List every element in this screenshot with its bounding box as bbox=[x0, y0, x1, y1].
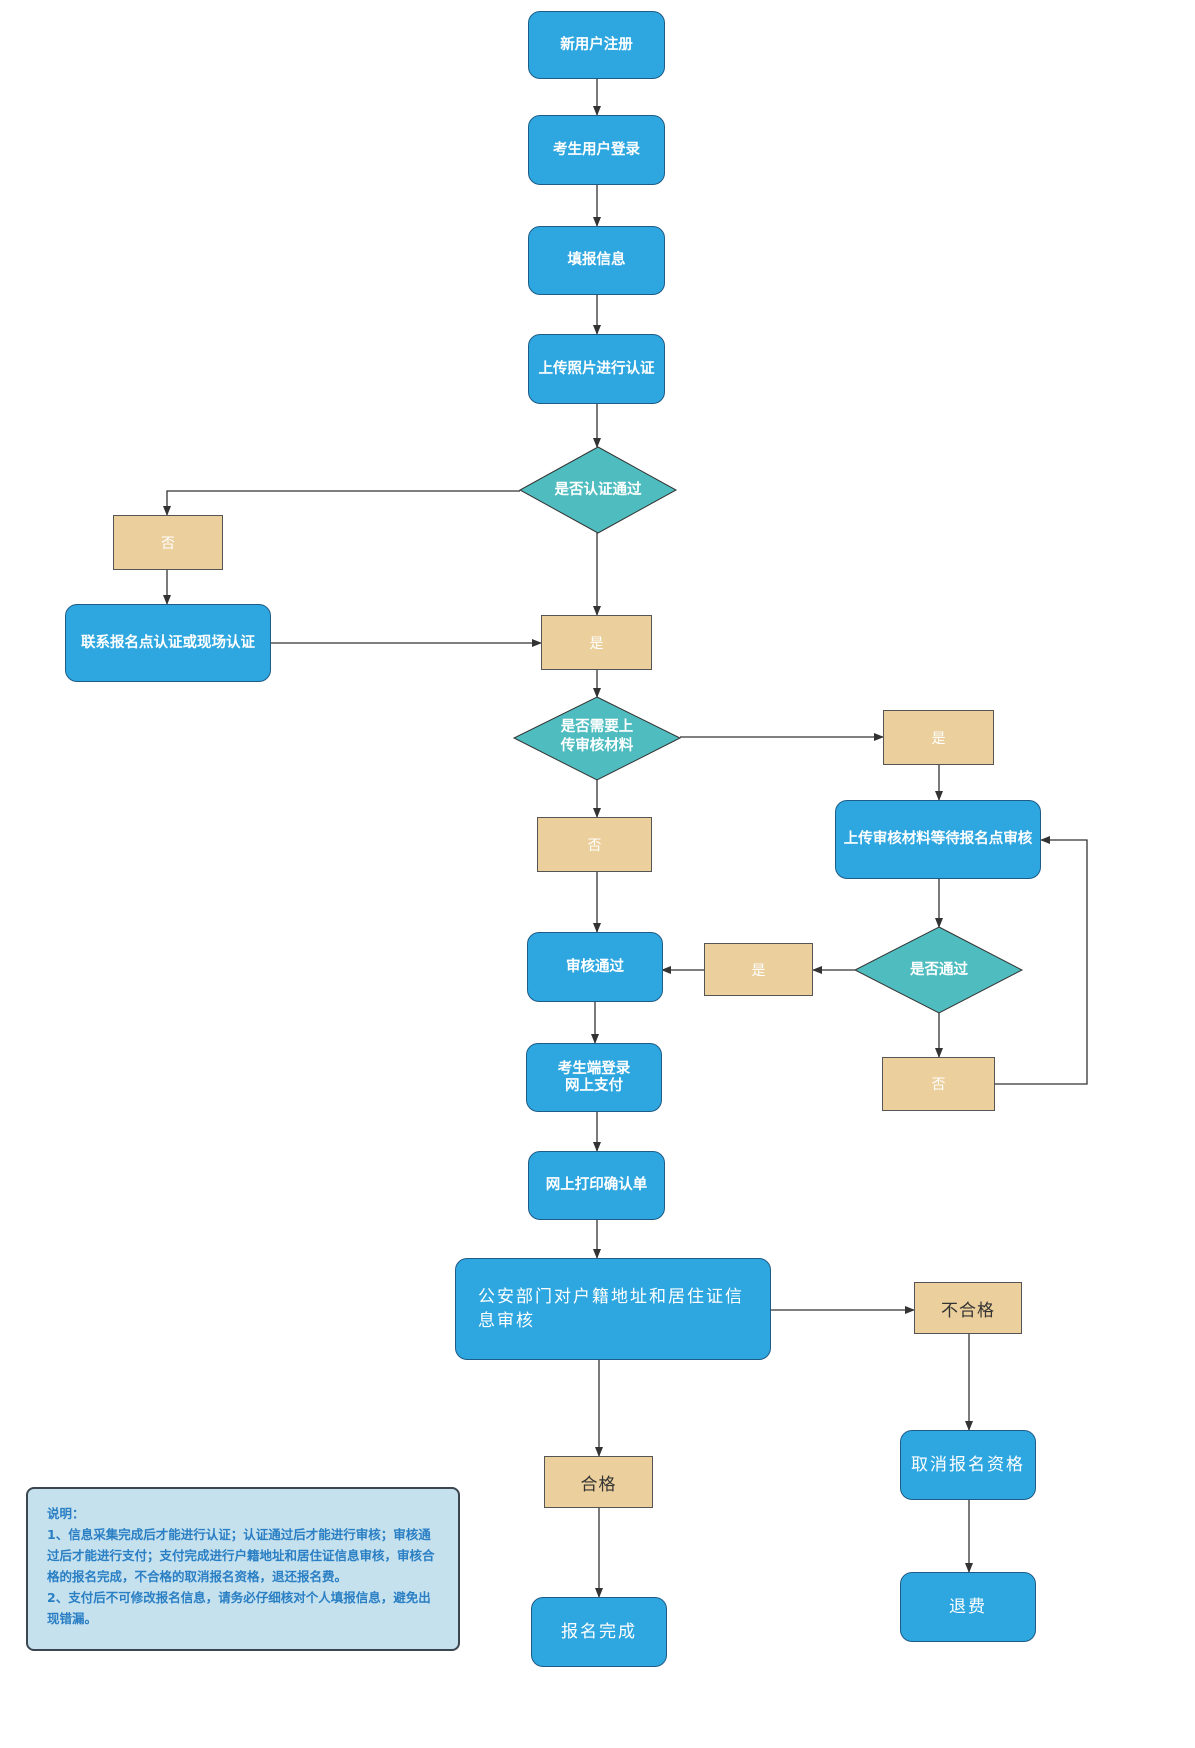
label-fail: 不合格 bbox=[914, 1282, 1022, 1334]
decision-need-upload: 是否需要上 传审核材料 bbox=[514, 715, 680, 759]
node-upload-material: 上传审核材料等待报名点审核 bbox=[835, 800, 1041, 879]
label-yes-2: 是 bbox=[883, 710, 994, 765]
label-yes-1: 是 bbox=[541, 615, 652, 670]
label-no-2: 否 bbox=[537, 817, 652, 872]
note-line-2: 2、支付后不可修改报名信息，请务必仔细核对个人填报信息，避免出现错漏。 bbox=[47, 1590, 431, 1626]
node-online-pay-line1: 考生端登录 bbox=[557, 1060, 631, 1077]
node-print-confirmation: 网上打印确认单 bbox=[528, 1151, 665, 1220]
edge-decision-no bbox=[163, 490, 520, 516]
node-police-review: 公安部门对户籍地址和居住证信息审核 bbox=[455, 1258, 771, 1360]
note-line-1: 1、信息采集完成后才能进行认证；认证通过后才能进行审核；审核通过后才能进行支付；… bbox=[47, 1527, 435, 1584]
label-yes-3: 是 bbox=[704, 943, 813, 996]
explanation-note: 说明： 1、信息采集完成后才能进行认证；认证通过后才能进行审核；审核通过后才能进… bbox=[26, 1487, 460, 1651]
node-upload-photo: 上传照片进行认证 bbox=[528, 334, 665, 404]
node-refund: 退费 bbox=[900, 1572, 1036, 1642]
decision-need-upload-line2: 传审核材料 bbox=[560, 738, 634, 754]
node-online-pay: 考生端登录 网上支付 bbox=[526, 1043, 662, 1112]
note-title: 说明： bbox=[47, 1506, 85, 1521]
decision-need-upload-line1: 是否需要上 bbox=[560, 719, 634, 735]
decision-auth-pass: 是否认证通过 bbox=[554, 481, 642, 498]
node-review-passed: 审核通过 bbox=[527, 932, 663, 1002]
label-qualified: 合格 bbox=[544, 1456, 653, 1508]
label-no-3: 否 bbox=[882, 1057, 995, 1111]
decision-auth-pass-shape bbox=[518, 446, 678, 534]
node-online-pay-line2: 网上支付 bbox=[565, 1077, 623, 1094]
node-login: 考生用户登录 bbox=[528, 115, 665, 185]
node-cancel-qualification: 取消报名资格 bbox=[900, 1430, 1036, 1500]
node-registration-complete: 报名完成 bbox=[531, 1597, 667, 1667]
node-register: 新用户注册 bbox=[528, 11, 665, 79]
decision-pass-check: 是否通过 bbox=[910, 961, 968, 978]
node-contact-auth: 联系报名点认证或现场认证 bbox=[65, 604, 271, 682]
edge-no3-loop bbox=[995, 836, 1088, 1085]
label-no-1: 否 bbox=[113, 515, 223, 570]
node-fill-info: 填报信息 bbox=[528, 226, 665, 295]
